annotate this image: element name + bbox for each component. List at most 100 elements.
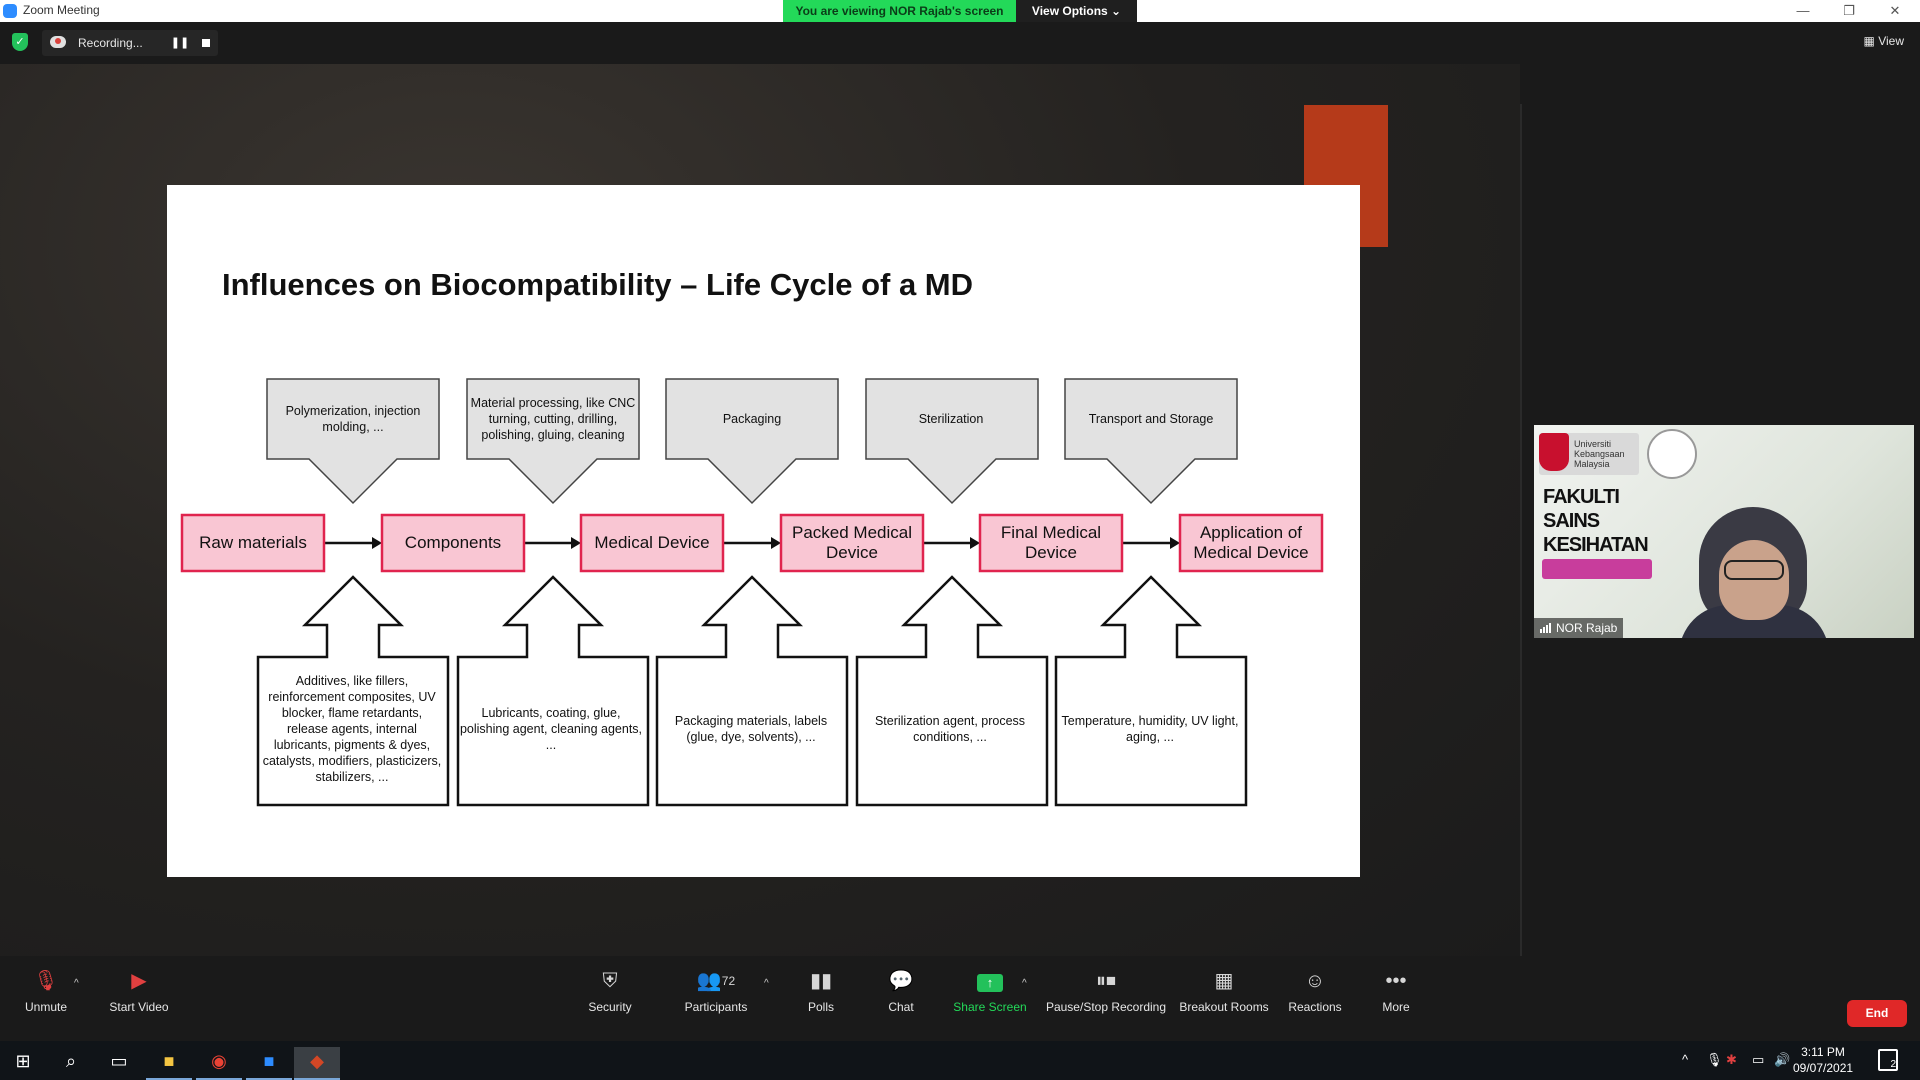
process-label-5: Transport and Storage: [1088, 412, 1214, 426]
powerpoint-taskbar-icon[interactable]: ◆: [294, 1047, 340, 1080]
stage-connector-arrowhead-5: [1170, 537, 1180, 549]
stage-label-5: Final Medical Device: [1000, 523, 1102, 562]
input-arrow-3: [655, 575, 849, 807]
video-off-icon: ▶: [131, 970, 147, 992]
volume-icon[interactable]: 🔊: [1774, 1052, 1791, 1067]
signal-strength-icon: [1540, 623, 1552, 633]
breakout-rooms-button[interactable]: ▦ Breakout Rooms: [1179, 970, 1269, 1014]
app-tray-icon[interactable]: ✱: [1726, 1052, 1737, 1067]
input-arrow-2: [456, 575, 650, 807]
chat-button[interactable]: 💬 Chat: [880, 968, 922, 1014]
microphone-tray-icon[interactable]: 🎙: [1706, 1052, 1723, 1067]
reactions-icon: ☺: [1304, 970, 1326, 992]
participants-icon: 👥72: [696, 970, 736, 992]
polls-icon: ▮▮: [809, 970, 832, 992]
process-label-4: Sterilization: [918, 412, 984, 426]
participant-count: 72: [721, 974, 736, 988]
background-social-bar: [1542, 559, 1652, 579]
share-screen-icon: ↑: [977, 974, 1003, 992]
process-label-1: Polymerization, injection molding, ...: [285, 404, 421, 434]
reactions-button[interactable]: ☺ Reactions: [1284, 968, 1346, 1014]
stage-label-2: Components: [404, 533, 502, 552]
view-label: View: [1878, 34, 1904, 48]
input-label-1: Additives, like fillers, reinforcement c…: [262, 674, 442, 784]
pause-stop-recording-button[interactable]: ⏸⏹ Pause/Stop Recording: [1045, 970, 1167, 1014]
security-button[interactable]: ⛨ Security: [580, 968, 640, 1014]
stage-box-5: [978, 513, 1124, 573]
stage-box-2: [380, 513, 526, 573]
stage-connector-arrowhead-1: [372, 537, 382, 549]
pause-recording-icon[interactable]: ❚❚: [170, 37, 190, 49]
stage-box-3: [579, 513, 725, 573]
more-button[interactable]: ••• More: [1374, 968, 1418, 1014]
panel-divider[interactable]: [1520, 104, 1522, 956]
start-video-button[interactable]: ▶ Start Video: [104, 968, 174, 1014]
meeting-toolbar: 🎙 Unmute ^ ▶ Start Video ⛨ Security 👥72 …: [0, 956, 1920, 1041]
share-options-chevron-icon[interactable]: ^: [1022, 978, 1027, 989]
viewing-screen-banner: You are viewing NOR Rajab's screen: [783, 0, 1016, 22]
stage-connector-arrowhead-2: [571, 537, 581, 549]
unmute-button[interactable]: 🎙 Unmute: [20, 968, 72, 1014]
notification-center-icon[interactable]: 2: [1878, 1049, 1898, 1071]
stop-recording-icon[interactable]: [196, 33, 216, 53]
participant-name-tag: NOR Rajab: [1534, 618, 1624, 638]
presentation-slide: Influences on Biocompatibility – Life Cy…: [167, 185, 1360, 877]
notification-count: 2: [1890, 1059, 1896, 1070]
stage-label-4: Packed Medical Device: [791, 523, 912, 562]
input-arrow-5: [1054, 575, 1248, 807]
input-label-4: Sterilization agent, process conditions,…: [874, 714, 1026, 744]
view-options-button[interactable]: View Options ⌄: [1016, 0, 1137, 22]
zoom-taskbar-icon[interactable]: ■: [246, 1047, 292, 1080]
stage-label-6: Application of Medical Device: [1193, 523, 1309, 562]
minimize-button[interactable]: —: [1796, 3, 1810, 18]
task-view-icon[interactable]: ▭: [110, 1051, 128, 1071]
recording-indicator: Recording... ❚❚: [42, 30, 218, 56]
file-explorer-icon[interactable]: ■: [146, 1047, 192, 1080]
process-arrow-4: [865, 378, 1039, 505]
muted-microphone-icon: 🎙: [33, 970, 59, 992]
share-screen-button[interactable]: ↑ Share Screen: [953, 974, 1027, 1014]
faculty-seal-icon: [1647, 429, 1697, 479]
encryption-shield-icon[interactable]: ✓: [12, 33, 28, 51]
restore-button[interactable]: ❐: [1843, 3, 1855, 18]
windows-start-icon[interactable]: ⊞: [15, 1051, 31, 1071]
view-button[interactable]: ▦ View: [1863, 34, 1904, 48]
more-dots-icon: •••: [1385, 970, 1407, 992]
recording-dot-icon: [55, 38, 61, 44]
audio-options-chevron-icon[interactable]: ^: [74, 978, 79, 989]
stage-box-1: [180, 513, 326, 573]
window-title-bar: Zoom Meeting You are viewing NOR Rajab's…: [0, 0, 1920, 22]
input-label-2: Lubricants, coating, glue, polishing age…: [459, 706, 643, 752]
clock-date: 09/07/2021: [1793, 1061, 1854, 1075]
participants-options-chevron-icon[interactable]: ^: [764, 978, 769, 989]
participant-glasses: [1724, 560, 1784, 580]
polls-button[interactable]: ▮▮ Polls: [800, 968, 842, 1014]
system-clock[interactable]: 3:11 PM 09/07/2021: [1793, 1044, 1853, 1076]
close-button[interactable]: ✕: [1889, 3, 1901, 18]
input-label-5: Temperature, humidity, UV light, aging, …: [1061, 714, 1239, 744]
stage-box-4: [779, 513, 925, 573]
stage-box-6: [1178, 513, 1324, 573]
network-icon[interactable]: ▭: [1752, 1052, 1765, 1067]
stage-connector-arrowhead-3: [771, 537, 781, 549]
search-icon[interactable]: ⌕: [65, 1051, 77, 1071]
chrome-icon[interactable]: ◉: [196, 1047, 242, 1080]
clock-time: 3:11 PM: [1801, 1045, 1845, 1059]
tray-chevron-icon[interactable]: ^: [1682, 1052, 1689, 1067]
zoom-app-icon: [3, 4, 17, 18]
pause-stop-icon: ⏸⏹: [1096, 970, 1116, 992]
participants-button[interactable]: 👥72 Participants: [680, 968, 752, 1014]
window-title: Zoom Meeting: [23, 3, 100, 17]
participant-face: [1719, 540, 1789, 620]
end-meeting-button[interactable]: End: [1847, 1000, 1907, 1027]
life-cycle-diagram: [180, 378, 1324, 807]
input-arrow-1: [256, 575, 450, 807]
stage-label-3: Medical Device: [594, 533, 710, 552]
participant-name: NOR Rajab: [1556, 621, 1618, 635]
input-label-3: Packaging materials, labels (glue, dye, …: [674, 714, 828, 744]
process-label-3: Packaging: [722, 412, 782, 426]
process-arrow-5: [1064, 378, 1238, 505]
input-arrow-4: [855, 575, 1049, 807]
participant-video-thumbnail[interactable]: Universiti Kebangsaan Malaysia FAKULTI S…: [1534, 425, 1914, 638]
meeting-top-strip: ✓ Recording... ❚❚ ▦ View: [0, 22, 1920, 64]
